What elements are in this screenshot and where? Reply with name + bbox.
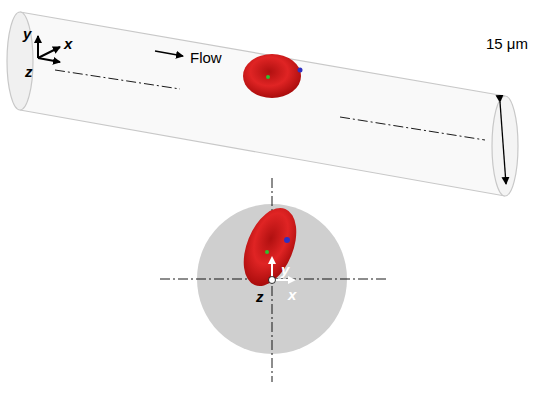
axis-z-origin	[269, 277, 276, 284]
dimension-arrow	[500, 102, 506, 184]
axis-x	[38, 47, 60, 58]
center-line	[340, 117, 485, 140]
axis-z	[38, 58, 60, 62]
red-blood-cell	[243, 54, 301, 98]
axis-label: y	[23, 26, 31, 41]
dimension-label: 15 μm	[486, 36, 528, 51]
axis-label: z	[25, 64, 33, 79]
center-marker	[265, 250, 269, 254]
axis-label: z	[256, 289, 264, 304]
tube-end	[7, 12, 33, 110]
tracer-marker	[284, 237, 290, 243]
tube-end	[492, 96, 518, 196]
axis-label: x	[64, 36, 72, 51]
axis-y	[37, 36, 39, 58]
tube-edge	[20, 110, 505, 196]
tube-body	[20, 12, 505, 196]
red-blood-cell	[233, 200, 306, 293]
flow-label: Flow	[190, 50, 222, 65]
axis-label: y	[281, 262, 289, 277]
axis-label: x	[288, 287, 296, 302]
tracer-marker	[298, 68, 303, 73]
center-marker	[266, 75, 270, 79]
center-line	[55, 70, 180, 89]
flow-arrow	[155, 51, 183, 56]
